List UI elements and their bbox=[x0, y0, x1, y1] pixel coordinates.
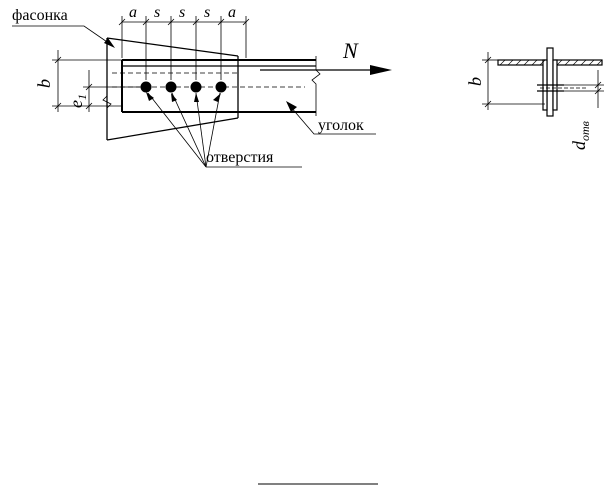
bolt-hole-2 bbox=[165, 81, 177, 93]
dim-e1-label: e1 bbox=[66, 94, 89, 108]
pitch-label-s-3: s bbox=[204, 4, 210, 21]
section-dim-b-tick-top bbox=[484, 56, 492, 64]
pitch-label-s-2: s bbox=[179, 4, 185, 21]
gusset-bottom-edge bbox=[106, 117, 239, 141]
section-dim-d-label: dотв bbox=[569, 121, 592, 150]
gusset-top-edge bbox=[106, 37, 239, 57]
section-dim-b-tick-bottom bbox=[484, 100, 492, 108]
holes-label: отверстия bbox=[206, 149, 274, 166]
section-flange-right bbox=[554, 59, 603, 66]
pitch-label-a-right: a bbox=[228, 4, 236, 21]
section-dim-b-label: b bbox=[465, 77, 485, 86]
force-arrowhead bbox=[370, 65, 392, 75]
pitch-label-s-1: s bbox=[154, 4, 160, 21]
section-flange-left bbox=[497, 59, 546, 66]
bolt-hole-1 bbox=[140, 81, 152, 93]
angle-label: уголок bbox=[318, 117, 364, 134]
bolt-hole-4 bbox=[215, 81, 227, 93]
section-hatching bbox=[499, 59, 603, 66]
gusset-leader-arrow bbox=[104, 38, 115, 48]
dim-e1-tick-bottom bbox=[85, 102, 93, 110]
break-line-right bbox=[311, 56, 321, 116]
cross-section: b dотв bbox=[465, 47, 604, 150]
pitch-ticks bbox=[118, 18, 250, 26]
angle-leader bbox=[289, 105, 376, 135]
gusset-label: фасонка bbox=[12, 7, 68, 24]
section-gusset bbox=[546, 47, 554, 117]
dim-b-tick-bottom bbox=[54, 102, 62, 110]
force-label: N bbox=[342, 38, 359, 63]
section-dim-d-tick-top bbox=[594, 81, 602, 89]
connection-elevation: N a s s s a b e1 bbox=[12, 4, 392, 168]
dim-b-label: b bbox=[34, 79, 54, 88]
holes-leaders bbox=[146, 92, 221, 168]
bolt-hole-3 bbox=[190, 81, 202, 93]
gusset-leader bbox=[12, 25, 114, 47]
section-dim-d-tick-bottom bbox=[594, 87, 602, 95]
dim-e1-tick-top bbox=[85, 83, 93, 91]
dim-b-tick-top bbox=[54, 56, 62, 64]
angle-leader-arrow bbox=[286, 101, 297, 112]
pitch-label-a-left: a bbox=[129, 4, 137, 21]
